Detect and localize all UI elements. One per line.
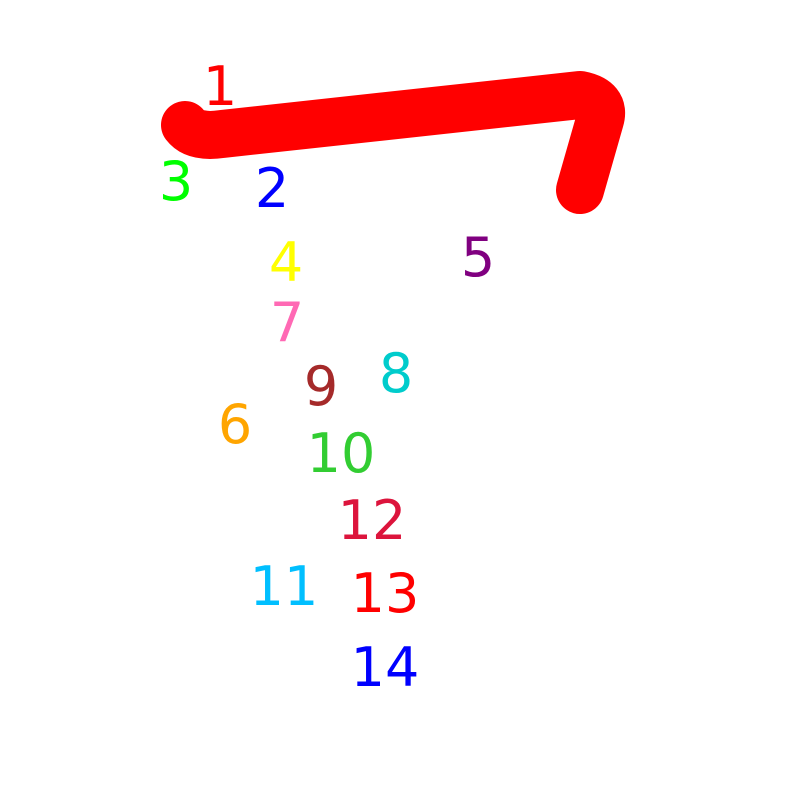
stroke-1-path — [161, 71, 625, 214]
order-label-12: 12 — [338, 489, 407, 552]
order-label-8: 8 — [379, 342, 413, 405]
order-label-7: 7 — [270, 291, 304, 354]
order-label-2: 2 — [255, 157, 289, 220]
order-label-10: 10 — [307, 422, 376, 485]
order-label-3: 3 — [159, 150, 193, 213]
order-label-1: 1 — [203, 55, 237, 118]
order-label-13: 13 — [351, 562, 420, 625]
order-label-14: 14 — [351, 636, 420, 699]
order-label-6: 6 — [218, 393, 252, 456]
order-label-11: 11 — [250, 555, 319, 618]
order-label-9: 9 — [304, 355, 338, 418]
order-label-4: 4 — [269, 231, 303, 294]
order-label-5: 5 — [461, 226, 495, 289]
